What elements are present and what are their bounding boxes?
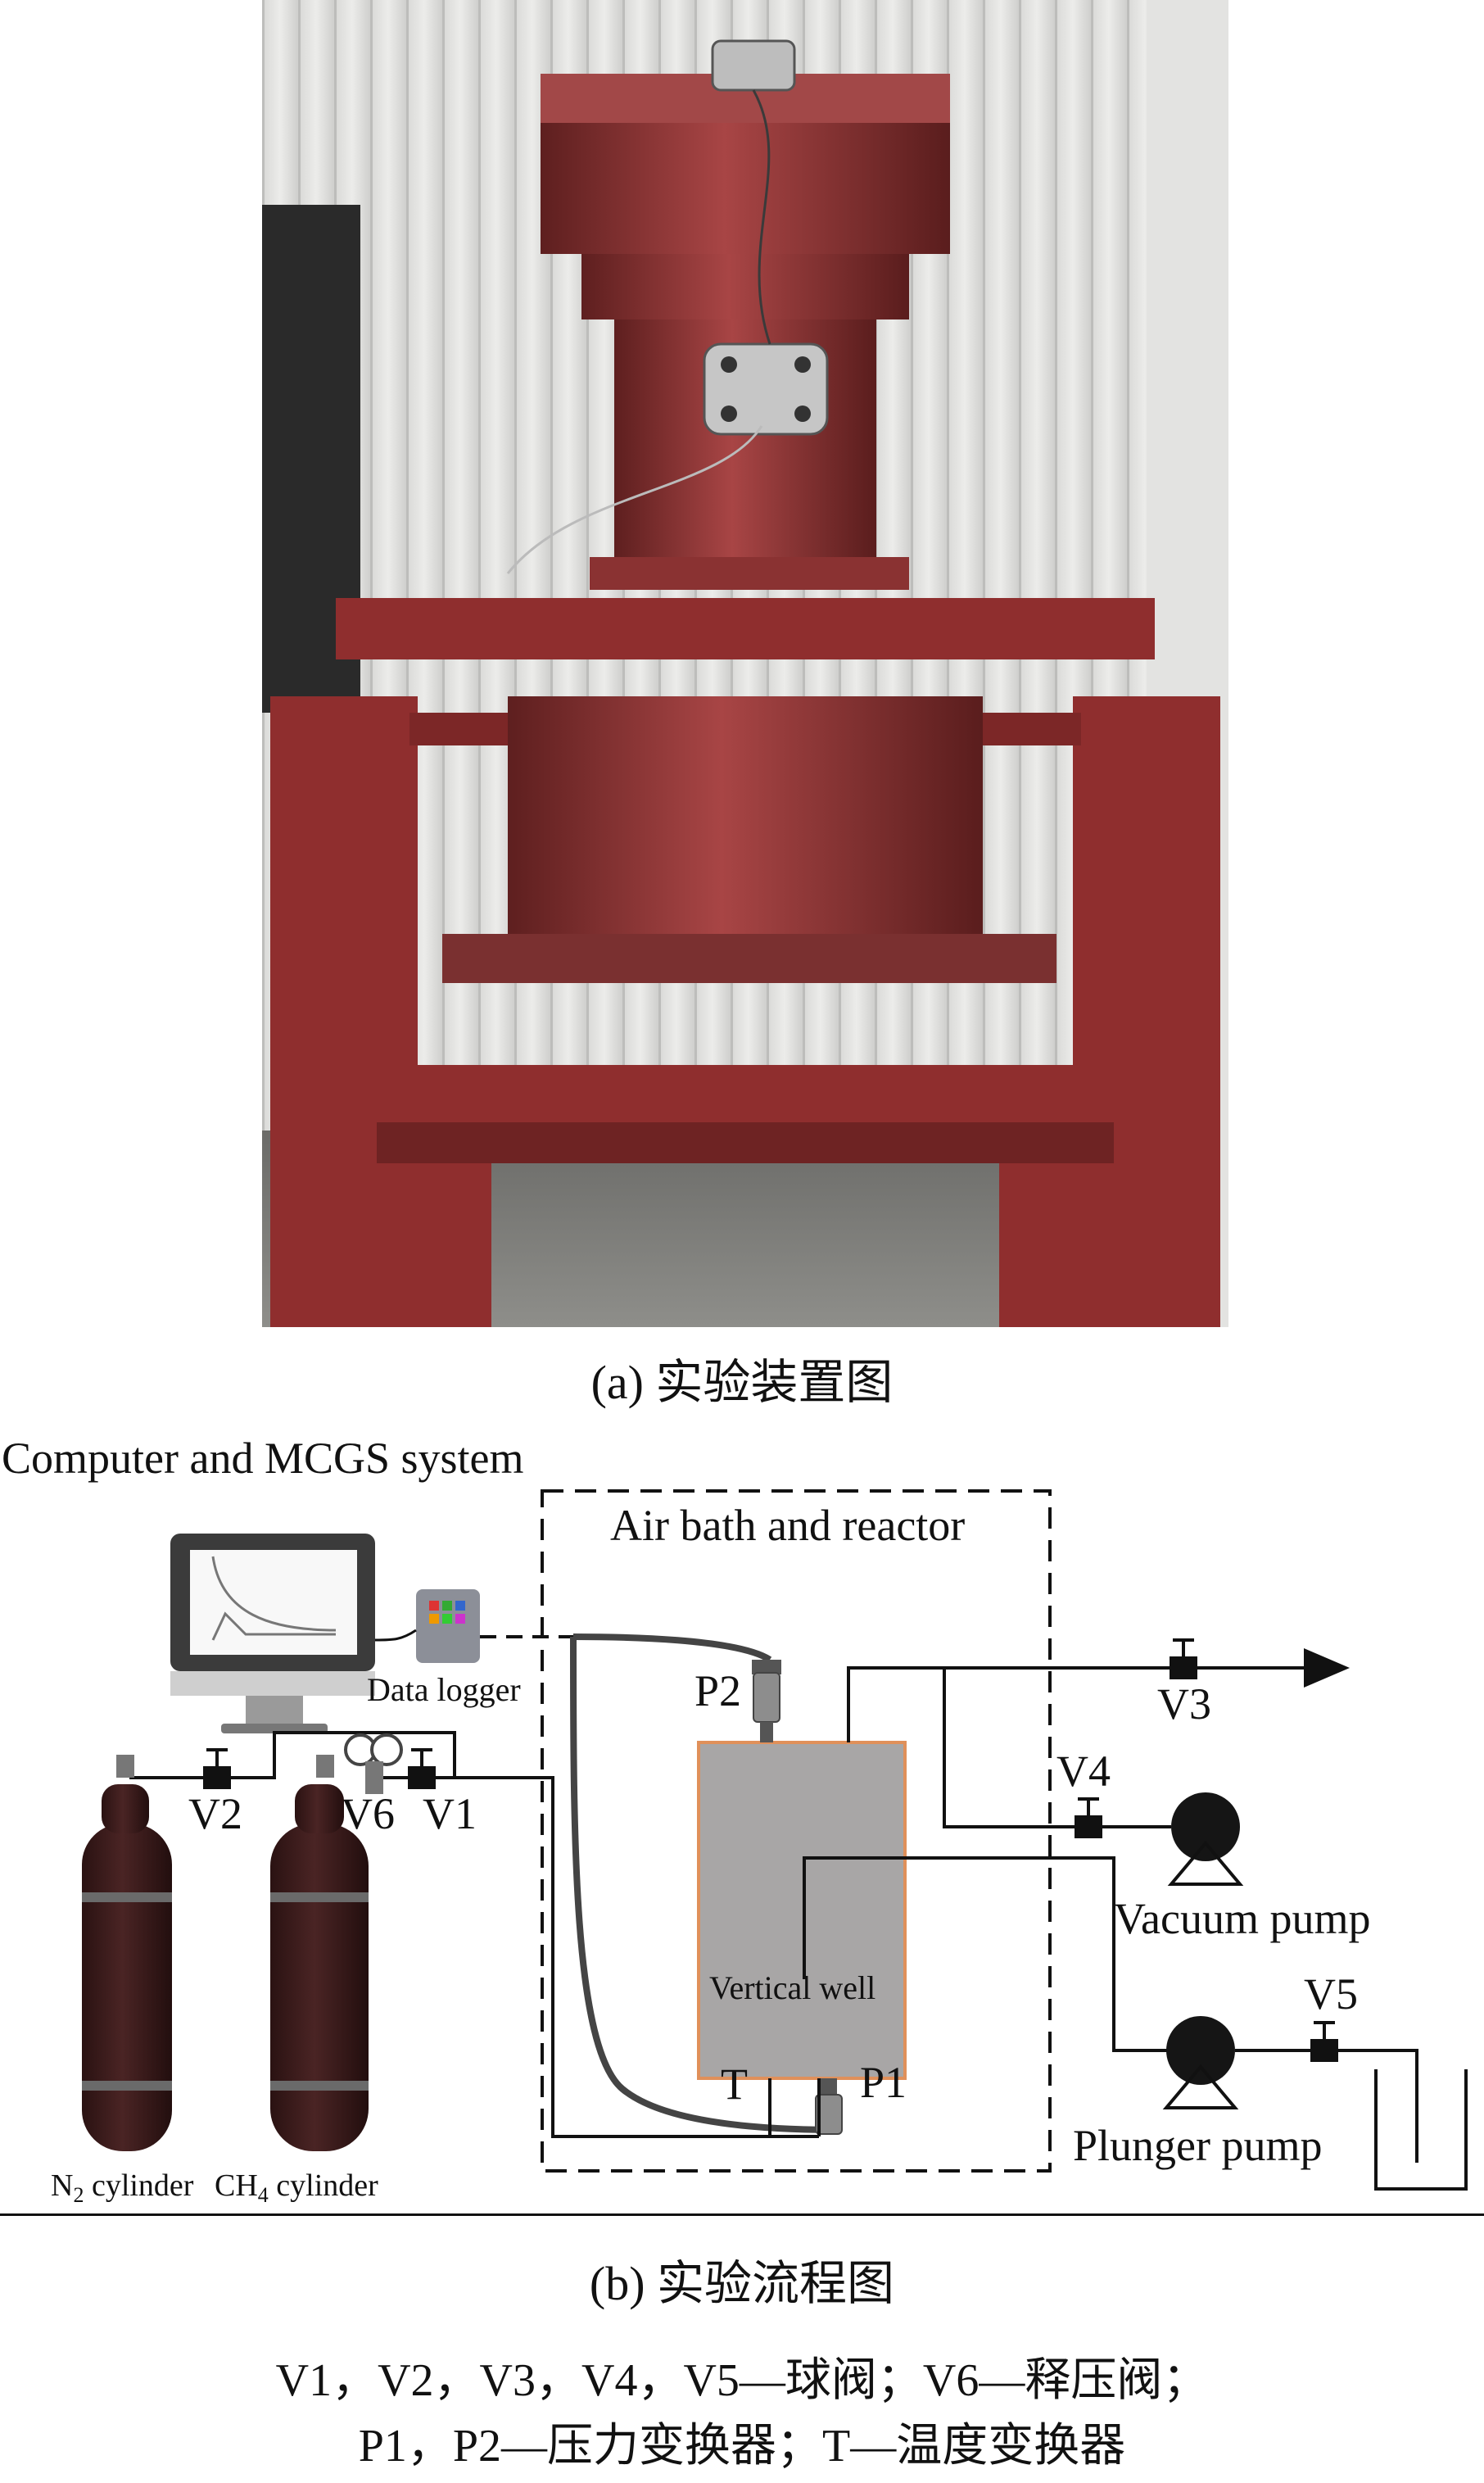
air-bath-title: Air bath and reactor: [610, 1501, 965, 1550]
valve-v5-icon: [1310, 2023, 1338, 2062]
n2-cylinder-label: N2 cylinder: [51, 2168, 194, 2207]
v5-label: V5: [1304, 1969, 1358, 2019]
v3-label: V3: [1157, 1679, 1211, 1729]
plunger-pump-icon: [1166, 2016, 1235, 2108]
vertical-well-label: Vertical well: [709, 1969, 875, 2006]
vacuum-pump-label: Vacuum pump: [1114, 1894, 1370, 1943]
apparatus-photo: [262, 0, 1228, 1327]
computer-monitor-icon: [170, 1534, 375, 1733]
valve-v2-icon: [203, 1750, 231, 1789]
pressure-regulator-v6-icon: [346, 1735, 401, 1794]
flow-diagram-svg: Computer and MCGS system Air bath and re…: [0, 1425, 1484, 2212]
p2-sensor-icon: [752, 1660, 781, 1742]
reactor-vessel: [699, 1742, 905, 2078]
n2-cylinder-icon: [82, 1755, 172, 2151]
valve-v1-icon: [408, 1750, 436, 1789]
diagram-caption: (b) 实验流程图: [0, 2245, 1484, 2313]
valve-v3-icon: [1170, 1640, 1197, 1679]
plunger-pump-label: Plunger pump: [1073, 2121, 1323, 2170]
v2-label: V2: [188, 1789, 242, 1838]
legend-line-2: P1，P2—压力变换器；T—温度变换器: [0, 2408, 1484, 2475]
photo-caption: (a) 实验装置图: [0, 1343, 1484, 1412]
ch4-cylinder-label: CH4 cylinder: [215, 2168, 378, 2207]
p1-label: P1: [860, 2058, 907, 2107]
v1-label: V1: [423, 1789, 477, 1838]
vacuum-pump-icon: [1171, 1792, 1240, 1884]
section-divider: [0, 2213, 1484, 2216]
flow-diagram: Computer and MCGS system Air bath and re…: [0, 1425, 1484, 2212]
computer-system-title: Computer and MCGS system: [2, 1434, 524, 1483]
data-logger-icon: [416, 1589, 480, 1663]
t-label: T: [721, 2059, 748, 2109]
water-container: [1376, 2069, 1466, 2189]
v4-label: V4: [1056, 1747, 1111, 1796]
apparatus-illustration: [262, 0, 1228, 1327]
legend-line-1: V1，V2，V3，V4，V5—球阀；V6—释压阀；: [0, 2343, 1484, 2409]
valve-v4-icon: [1075, 1799, 1102, 1838]
data-logger-label: Data logger: [367, 1671, 521, 1708]
p2-label: P2: [694, 1666, 741, 1715]
